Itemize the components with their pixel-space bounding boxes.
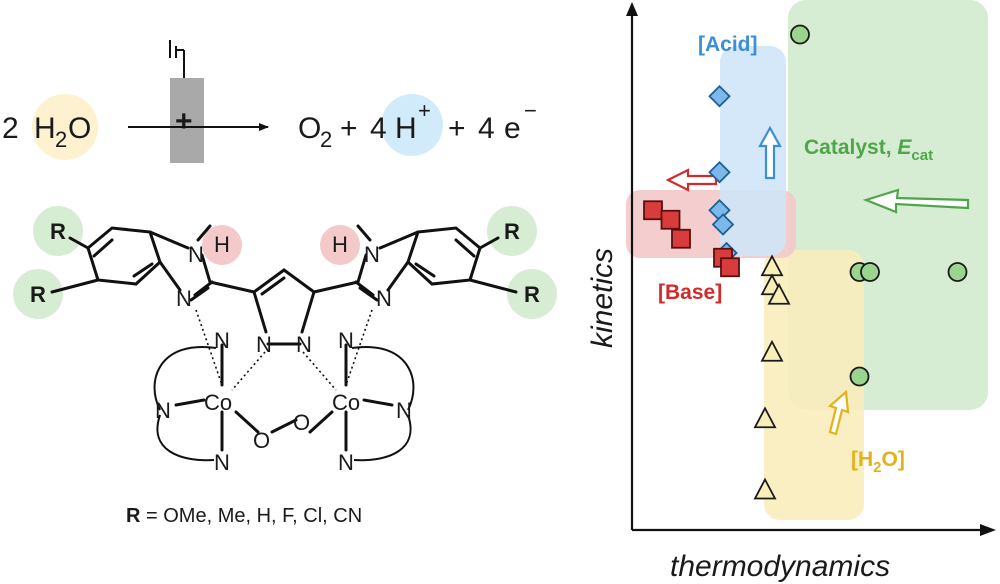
proton-highlight <box>381 94 443 156</box>
water-label-close: O] <box>882 448 905 471</box>
water-region <box>764 250 864 520</box>
kinetics-thermodynamics-plot: kinetics thermodynamics [Acid] [Base] [H… <box>586 0 996 583</box>
electrode-symbol: + <box>169 40 204 163</box>
water-o: O <box>68 112 91 145</box>
h-highlight-right <box>320 225 360 265</box>
n-label-right-top: N <box>338 328 354 353</box>
catalyst-label-text: Catalyst, <box>804 136 897 159</box>
circle-marker <box>849 366 870 387</box>
electron-superscript: − <box>524 98 537 123</box>
n-label-right-side: N <box>396 398 412 423</box>
r-legend-values: = OMe, Me, H, F, Cl, CN <box>140 505 362 527</box>
water-label: [H2O] <box>851 448 905 476</box>
acid-region <box>720 46 786 256</box>
water-trend-arrow <box>827 389 850 436</box>
h-highlight-left <box>202 225 242 265</box>
proton-h: H <box>395 112 417 145</box>
base-trend-arrow <box>665 168 718 192</box>
r-highlight-bottom-left <box>13 269 63 319</box>
electron-e: e <box>504 112 521 145</box>
proton-coefficient: 4 <box>370 112 387 145</box>
plus-1: + <box>340 112 358 145</box>
diamond-marker <box>708 84 731 108</box>
n-label-right-imidazole: N <box>376 286 392 311</box>
r-label-bottom-left: R <box>30 282 46 307</box>
water-subscript: 2 <box>55 127 67 152</box>
r-label-top-left: R <box>50 219 66 244</box>
water-label-sub: 2 <box>873 459 881 476</box>
o-label-left: O <box>253 428 270 453</box>
water-h: H <box>34 112 56 145</box>
ecat-label: E <box>897 136 912 159</box>
diamond-marker <box>711 213 735 236</box>
n-label-right-bottom: N <box>338 450 354 475</box>
co-label-right: Co <box>332 390 360 415</box>
y-axis-label: kinetics <box>586 248 619 348</box>
n-label-left-imidazole-nh: N <box>188 242 204 267</box>
plus-2: + <box>448 112 466 145</box>
o2-o: O <box>298 112 321 145</box>
o2-subscript: 2 <box>320 127 332 152</box>
square-marker <box>660 209 681 230</box>
n-label-left-imidazole: N <box>176 286 192 311</box>
circle-marker <box>860 262 880 282</box>
electron-coefficient: 4 <box>478 112 495 145</box>
triangle-marker <box>753 477 777 500</box>
circle-marker <box>790 24 810 45</box>
acid-trend-arrow <box>758 125 782 180</box>
y-axis-arrowhead <box>626 2 638 16</box>
anode-rect <box>170 78 204 163</box>
r-legend: R = OMe, Me, H, F, Cl, CN <box>126 505 362 527</box>
h-label-left: H <box>214 232 230 257</box>
triangle-marker <box>767 282 791 305</box>
r-legend-symbol: R <box>126 505 141 527</box>
reaction-equation: 2 H 2 O + O 2 + 4 H + + 4 e − <box>2 40 537 163</box>
catalyst-label: Catalyst, Ecat <box>804 136 933 164</box>
base-label: [Base] <box>658 281 722 304</box>
x-axis-label: thermodynamics <box>670 550 890 583</box>
diamond-marker <box>708 160 731 184</box>
proton-superscript: + <box>418 98 431 123</box>
n-label-right-imidazole-nh: N <box>364 242 380 267</box>
r-highlight-top-left <box>33 206 83 256</box>
n-label-left-bottom: N <box>214 450 230 475</box>
o-label-right: O <box>293 410 310 435</box>
triangle-marker <box>760 339 784 362</box>
ecat-subscript: cat <box>911 147 933 164</box>
acid-label: [Acid] <box>698 33 758 56</box>
square-marker <box>643 200 663 221</box>
water-highlight <box>32 94 98 160</box>
r-highlight-bottom-right <box>507 269 557 319</box>
molecular-structure: R R R R H H N N N N N N N N N N N N Co C… <box>13 206 557 527</box>
n-label-pyrazole-left: N <box>256 332 272 357</box>
h-label-right: H <box>332 232 348 257</box>
n-label-pyrazole-right: N <box>296 332 312 357</box>
r-highlight-top-right <box>487 206 537 256</box>
square-marker <box>720 257 740 278</box>
circle-marker <box>947 262 968 282</box>
n-label-left-side: N <box>155 398 171 423</box>
r-label-top-right: R <box>504 219 520 244</box>
x-axis-arrowhead <box>980 524 996 536</box>
square-marker <box>671 228 691 249</box>
n-label-left-top: N <box>214 328 230 353</box>
water-label-open: [H <box>851 448 873 471</box>
co-label-left: Co <box>204 390 232 415</box>
catalyst-trend-arrow <box>862 188 970 214</box>
triangle-marker <box>753 406 777 429</box>
r-label-bottom-right: R <box>524 282 540 307</box>
data-markers <box>643 24 968 500</box>
anode-plus: + <box>175 105 193 138</box>
water-coefficient: 2 <box>2 112 19 145</box>
